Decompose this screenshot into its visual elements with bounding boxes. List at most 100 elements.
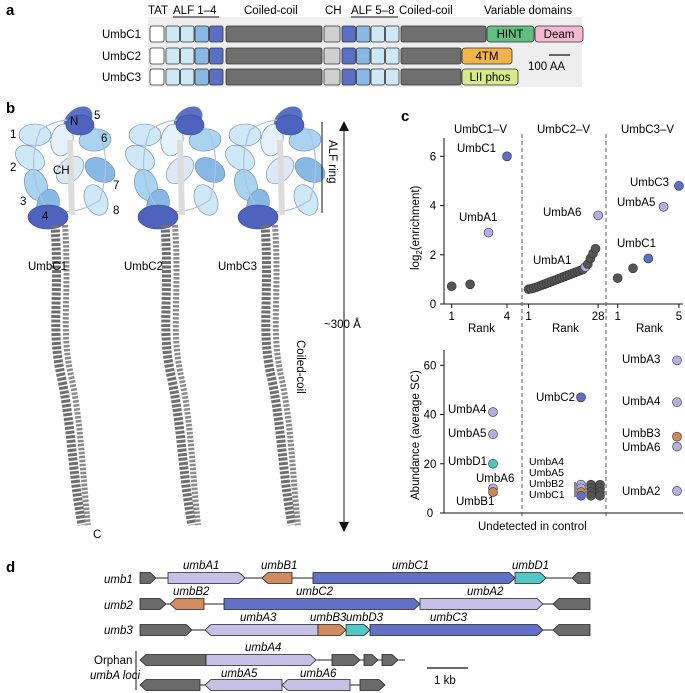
enrichment-point (643, 253, 654, 264)
alf-5-segment (341, 68, 356, 86)
coiled-coil-2-segment (400, 47, 462, 65)
alf-1-segment (165, 68, 180, 86)
plabel-bot-umba4: UmbA4 (448, 404, 487, 416)
plabel-top-umbc1: UmbC1 (457, 143, 496, 155)
tat-segment (149, 68, 165, 86)
gene-label-umbb2: umbB2 (173, 586, 210, 598)
plabel-top-umba1-c2: UmbA1 (533, 255, 571, 267)
gene-flank (552, 598, 591, 610)
plabel-bot-umbb3: UmbB3 (622, 428, 660, 440)
rank-label-3: Rank (636, 323, 663, 335)
plabel-top-umbc3: UmbC3 (630, 177, 669, 189)
plabel-top-umba6: UmbA6 (543, 207, 581, 219)
rank-label-2: Rank (552, 323, 579, 335)
alf-7-segment (370, 47, 385, 65)
abundance-point (488, 407, 498, 417)
alf-4-segment (209, 25, 224, 43)
alf-helix (293, 184, 319, 216)
structure-label-umbc3: UmbC3 (218, 261, 257, 273)
gene-label-umba1: umbA1 (183, 560, 219, 572)
gene-umbb2 (169, 598, 205, 610)
abundance-point (595, 490, 605, 501)
top-x-tick-label: 4 (504, 311, 511, 323)
top-x-tick-label: 1 (614, 311, 620, 323)
alf-number-6: 6 (101, 133, 107, 145)
gene-label-umbb1: umbB1 (261, 560, 297, 572)
top-y-tick-label: 2 (430, 250, 436, 262)
plabel-bot-umba4-c2: UmbA4 (529, 456, 564, 468)
alf-3-segment (194, 25, 209, 43)
ch-segment (323, 68, 341, 86)
ch-segment (323, 25, 341, 43)
gene-flank (139, 654, 207, 666)
header-alf58: ALF 5–8 (351, 5, 394, 17)
undetected-label: Undetected in control (478, 521, 587, 533)
alf-6-segment (356, 25, 371, 43)
coiled-coil-strand-2 (272, 224, 301, 526)
bottom-y-tick-label: 0 (427, 508, 433, 520)
enrichment-point (674, 181, 684, 191)
gene-flank (359, 679, 386, 691)
alf-helix (294, 157, 326, 183)
gene-flank (139, 624, 193, 636)
alf-helix (125, 144, 155, 172)
alf-3-segment (194, 47, 209, 65)
domain-row-umbc3 (149, 68, 462, 86)
top-x-tick-label: 1 (448, 311, 454, 323)
coiled-coil-1-segment (225, 68, 323, 86)
abundance-point (672, 355, 682, 366)
enrichment-point (465, 279, 475, 290)
locus-label-umb3: umb3 (104, 625, 133, 637)
top-y-tick-label: 6 (430, 151, 436, 163)
scale-bar-aa-label: 100 AA (528, 61, 565, 73)
enrichment-point (483, 227, 494, 238)
alf-helix (193, 184, 219, 216)
gene-umbc3 (369, 624, 544, 636)
structure-2 (125, 106, 226, 526)
gene-flank (139, 598, 167, 610)
gene-flank (139, 572, 157, 584)
domain-deam-label: Deam (544, 29, 575, 41)
top-y-tick-label: 0 (430, 299, 436, 311)
plabel-bot-umba4-c3: UmbA4 (622, 396, 661, 408)
alf-5-segment (341, 25, 356, 43)
enrichment-point (658, 201, 669, 212)
top-x-tick-label: 1 (525, 311, 531, 323)
gene-label-umbd3: umbD3 (346, 612, 384, 624)
ch-helix (277, 139, 285, 216)
domain-4tm-label: 4TM (476, 51, 499, 63)
structure-label-umbc2: UmbC2 (124, 261, 163, 273)
enrichment-point (590, 243, 601, 254)
n-terminus-label: N (70, 116, 78, 128)
abundance-point (672, 397, 682, 408)
enrichment-point (612, 273, 623, 283)
alf-number-1: 1 (10, 129, 16, 141)
domain-row-umbc2 (149, 47, 462, 65)
alf-5-segment (341, 47, 356, 65)
alf-1-segment (165, 47, 180, 65)
gene-label-umba2: umbA2 (467, 586, 504, 598)
alf-4-segment (209, 68, 224, 86)
top-x-tick-label: 5 (676, 311, 682, 323)
enrichment-point (593, 210, 603, 221)
structure-1 (15, 106, 116, 526)
alf-number-8: 8 (113, 205, 119, 217)
gene-umbb1 (261, 572, 293, 584)
alf-4-helix (27, 204, 69, 230)
locus-label-umb2: umb2 (104, 600, 133, 612)
domain-hint-label: HINT (497, 29, 524, 41)
bottom-y-axis-label: Abundance (average SC) (410, 370, 422, 500)
panel-label-d: d (6, 559, 15, 576)
abundance-point (672, 441, 682, 452)
gene-label-umbc1: umbC1 (392, 560, 429, 572)
gene-label-umbc2: umbC2 (296, 586, 334, 598)
c-terminus-label: C (93, 529, 101, 541)
length-arrow-top (339, 121, 349, 131)
plabel-bot-umbc2: UmbC2 (536, 392, 575, 404)
coiled-coil-strand-1 (160, 224, 197, 526)
scale-bar-kb-label: 1 kb (434, 675, 456, 687)
plabel-bot-umba5-c2: UmbA5 (529, 467, 564, 479)
ch-segment (323, 47, 341, 65)
